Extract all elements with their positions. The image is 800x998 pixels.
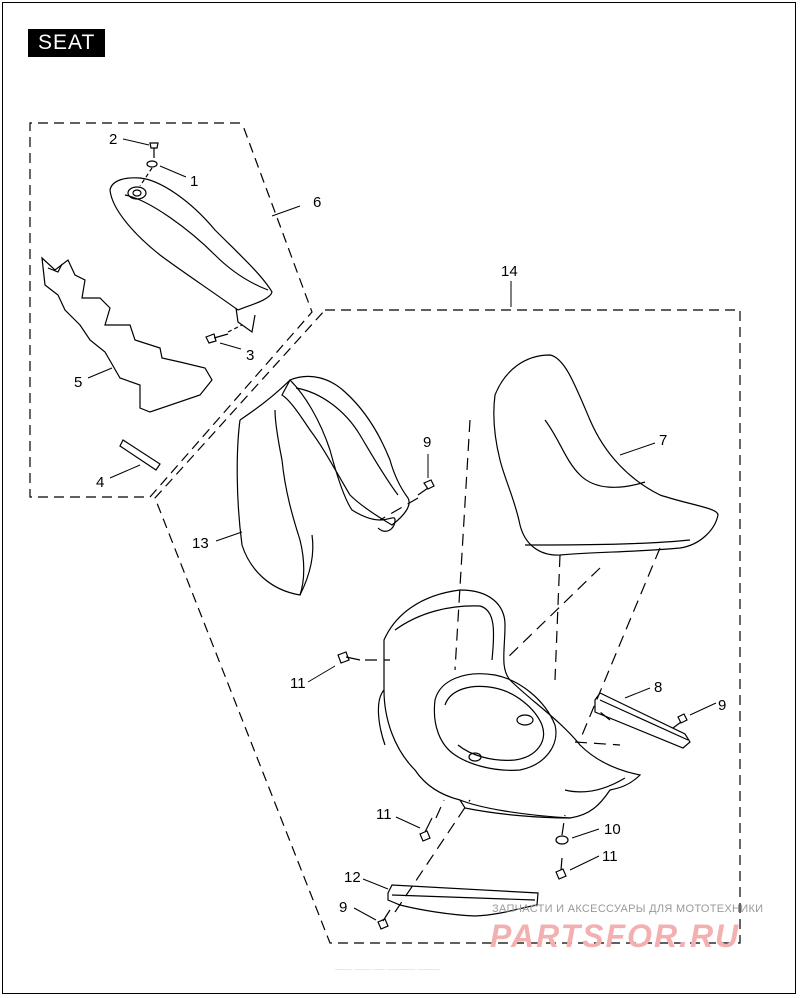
washer-1	[146, 160, 158, 168]
callout-4: 4	[96, 474, 104, 491]
group-14-boundary	[154, 309, 741, 944]
screw-9-right	[672, 713, 688, 729]
watermark-logo: PARTSFOR.RU	[490, 918, 741, 954]
footer-faint-text: ─── ─── ── ───── ────	[335, 965, 441, 974]
washer-10	[555, 835, 569, 845]
callout-3: 3	[246, 347, 254, 364]
strap-strip	[119, 439, 161, 471]
screw-9-lower	[377, 909, 391, 930]
seat-pan-14	[377, 589, 642, 819]
screw-2	[149, 142, 159, 158]
pillion-pad	[109, 177, 273, 334]
bracket-12	[387, 884, 539, 917]
assembly-lines	[365, 419, 661, 913]
screw-11-left	[337, 651, 361, 664]
callout-12: 12	[344, 869, 361, 886]
callout-1: 1	[190, 173, 198, 190]
page-title: SEAT	[28, 29, 106, 57]
seat-foam-insert	[41, 256, 213, 413]
callout-11-left: 11	[290, 675, 306, 692]
callout-6: 6	[313, 194, 321, 211]
leader-lines	[87, 138, 717, 921]
group-6-boundary	[29, 122, 313, 498]
screw-3	[205, 333, 229, 344]
callout-11-right: 11	[602, 848, 618, 865]
callout-9-right: 9	[718, 697, 726, 714]
callout-9-upper: 9	[423, 434, 431, 451]
screw-9-upper	[417, 479, 435, 496]
watermark-tagline: ЗАПЧАСТИ И АКСЕССУАРЫ ДЛЯ МОТОТЕХНИКИ	[492, 903, 764, 915]
screw-11-right	[555, 857, 567, 880]
seat-7	[493, 354, 719, 556]
callout-10: 10	[604, 821, 621, 838]
callout-2: 2	[109, 131, 117, 148]
callout-13: 13	[192, 535, 209, 552]
callout-11-lower: 11	[376, 806, 392, 823]
foam-notch	[47, 263, 63, 273]
bracket-8	[594, 692, 691, 749]
callout-8: 8	[654, 679, 662, 696]
callout-14: 14	[501, 263, 518, 280]
callout-9-lower: 9	[339, 899, 347, 916]
callout-7: 7	[659, 432, 667, 449]
side-cover-13	[236, 375, 410, 596]
screw-11-lower	[419, 817, 433, 842]
callout-5: 5	[74, 374, 82, 391]
